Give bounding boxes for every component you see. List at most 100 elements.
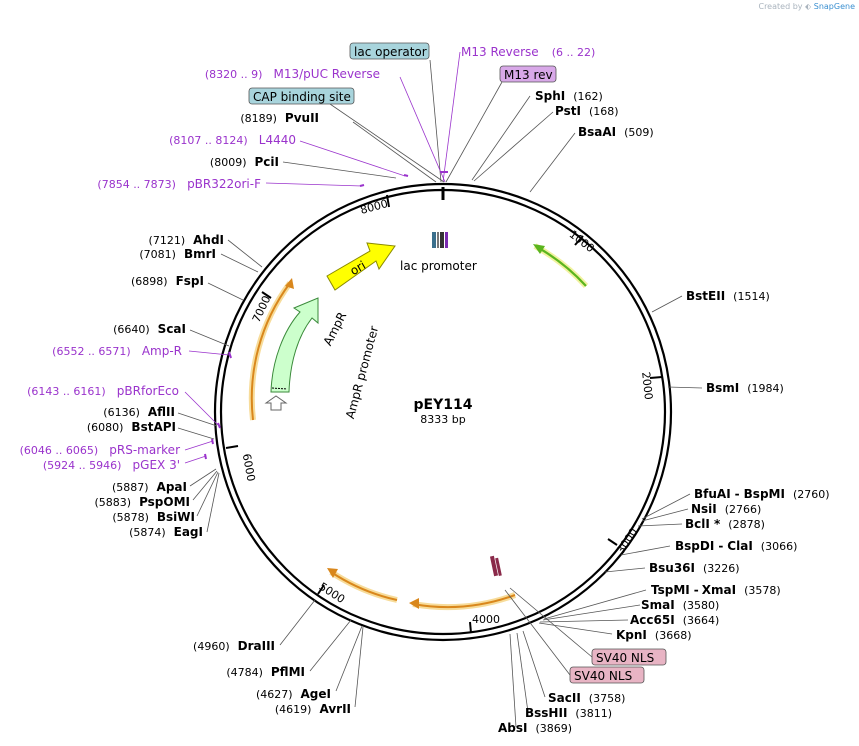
primer-pbrforeco-range: (6143 .. 6161) [27, 385, 106, 398]
tick-label-8000: 8000 [359, 197, 389, 217]
site-bsaai: BsaAI(509) [578, 125, 654, 139]
primer-prs-marker: (6046 .. 6065) pRS-marker [20, 439, 180, 458]
primer-m13puc: (8320 .. 9) M13/pUC Reverse [205, 63, 380, 82]
ampr-promoter-label: AmpR promoter [343, 325, 381, 421]
ampr-label: AmpR [321, 310, 350, 348]
lac-promoter-label: lac promoter [400, 259, 477, 273]
left-leaders [177, 239, 364, 708]
primer-pgex3: (5924 .. 5946) pGEX 3' [43, 454, 180, 473]
site-acc65i: Acc65I(3664) [630, 613, 719, 627]
sv40-marks [489, 555, 502, 577]
tick-3000 [607, 538, 618, 546]
tick-marks [225, 187, 663, 634]
green-arrowhead [533, 244, 545, 254]
primer-l4440-range: (8107 .. 8124) [169, 134, 248, 147]
primer-pbrforeco: (6143 .. 6161) pBRforEco [27, 380, 179, 399]
lac-operator-box [349, 42, 430, 60]
credit-brand: SnapGene [813, 2, 855, 11]
boxed-labels: lac operator M13 rev CAP binding site SV… [248, 42, 667, 684]
primer-pbr322ori-range: (7854 .. 7873) [97, 178, 176, 191]
tick-2000 [649, 376, 663, 379]
site-bsshii: BssHII(3811) [525, 706, 612, 720]
site-pvuii: (8189)PvuII [240, 111, 319, 125]
primer-pgex3-range: (5924 .. 5946) [43, 459, 122, 472]
green-feature-arc [533, 243, 589, 289]
site-avrii: (4619)AvrII [275, 702, 351, 716]
primer-ampr-name: Amp-R [142, 344, 182, 358]
plasmid-length: 8333 bp [420, 413, 465, 426]
tick-label-5000: 5000 [317, 580, 348, 606]
left-site-labels: (8189)PvuII (8009)PciI (7121)AhdI (7081)… [87, 111, 351, 716]
lac-box-2 [437, 232, 439, 248]
site-psti: PstI(168) [555, 104, 619, 118]
orange-arc-lower-left-line [330, 571, 398, 601]
tick-label-6000: 6000 [240, 453, 258, 483]
site-pflmi: (4784)PflMI [226, 665, 305, 679]
tick-1000 [574, 235, 584, 246]
orange-arrowhead-1 [285, 278, 294, 289]
primer-pbrforeco-name: pBRforEco [117, 384, 179, 398]
primer-m13-reverse-name: M13 Reverse [461, 45, 539, 59]
site-kpni: KpnI(3668) [616, 628, 691, 642]
lac-region: lac promoter [400, 232, 477, 273]
primer-prs-marker-name: pRS-marker [109, 443, 180, 457]
lac-operator-label: lac operator [354, 45, 427, 59]
sv40-label-b: SV40 NLS [574, 669, 632, 683]
site-bfuai: BfuAI-BspMI(2760) [694, 487, 830, 501]
credit-prefix: Created by [758, 2, 803, 11]
primer-pbr322ori-name: pBR322ori-F [187, 177, 261, 191]
primer-l4440-name: L4440 [259, 133, 296, 147]
ampr-promoter-arrow [264, 395, 288, 411]
primer-prs-marker-range: (6046 .. 6065) [20, 444, 99, 457]
site-eagi: (5874)EagI [129, 525, 203, 539]
site-fspi: (6898)FspI [131, 274, 204, 288]
right-leaders [504, 295, 703, 728]
site-bsmi: BsmI(1984) [706, 381, 784, 395]
tick-4000 [469, 621, 472, 634]
primer-m13-reverse-range: (6 .. 22) [552, 46, 596, 59]
site-bmri: (7081)BmrI [139, 247, 216, 261]
ampr-feature: AmpR AmpR promoter [264, 297, 381, 421]
lac-box-4 [445, 232, 448, 248]
site-apai: (5887)ApaI [112, 480, 187, 494]
cap-site-label: CAP binding site [253, 90, 351, 104]
ori-arrow [326, 242, 396, 291]
primer-pbr322ori: (7854 .. 7873) pBR322ori-F [97, 173, 261, 192]
ori-label: ori [348, 258, 369, 278]
site-absi: AbsI(3869) [498, 721, 572, 735]
site-sphi: SphI(162) [535, 89, 603, 103]
ori-feature: ori [326, 242, 396, 291]
primer-l4440: (8107 .. 8124) L4440 [169, 129, 296, 148]
sv40-box-a [591, 648, 667, 666]
site-pspomi: (5883)PspOMI [94, 495, 190, 509]
m13-rev-box [499, 65, 557, 83]
site-agei: (4627)AgeI [256, 687, 331, 701]
tick-5000 [317, 584, 325, 595]
site-tspmi: TspMI-XmaI(3578) [651, 583, 781, 597]
site-bsu36i: Bsu36I(3226) [649, 561, 740, 575]
site-draiii: (4960)DraIII [193, 639, 275, 653]
snapgene-logo-icon: ⬖ [805, 2, 812, 11]
top-primer-marks [359, 171, 448, 187]
left-primer-marks [204, 351, 232, 460]
primer-ampr: (6552 .. 6571) Amp-R [52, 340, 182, 359]
site-aflii: (6136)AflII [103, 405, 175, 419]
primer-labels: M13 Reverse (6 .. 22) (8320 .. 9) M13/pU… [20, 41, 596, 473]
top-leaders [265, 51, 576, 193]
ampr-dashed-line [271, 387, 288, 390]
ampr-arrow [270, 297, 319, 393]
tick-label-4000: 4000 [472, 613, 500, 626]
orange-arrowhead-3 [327, 568, 338, 578]
sv40-mark-2 [495, 557, 502, 577]
orange-arc-bottom-line [412, 594, 516, 609]
tick-6000 [225, 445, 239, 449]
lac-box-3 [440, 232, 444, 248]
snapgene-credit: Created by ⬖ SnapGene [758, 2, 855, 11]
site-scai: (6640)ScaI [113, 322, 186, 336]
site-nsii: NsiI(2766) [691, 502, 761, 516]
sv40-mark-1 [489, 555, 499, 577]
tick-8000 [386, 194, 390, 208]
right-site-labels: SphI(162) PstI(168) BsaAI(509) BstEII(15… [498, 89, 830, 735]
primer-m13-reverse: M13 Reverse (6 .. 22) [461, 41, 595, 60]
primer-m13puc-range: (8320 .. 9) [205, 68, 263, 81]
